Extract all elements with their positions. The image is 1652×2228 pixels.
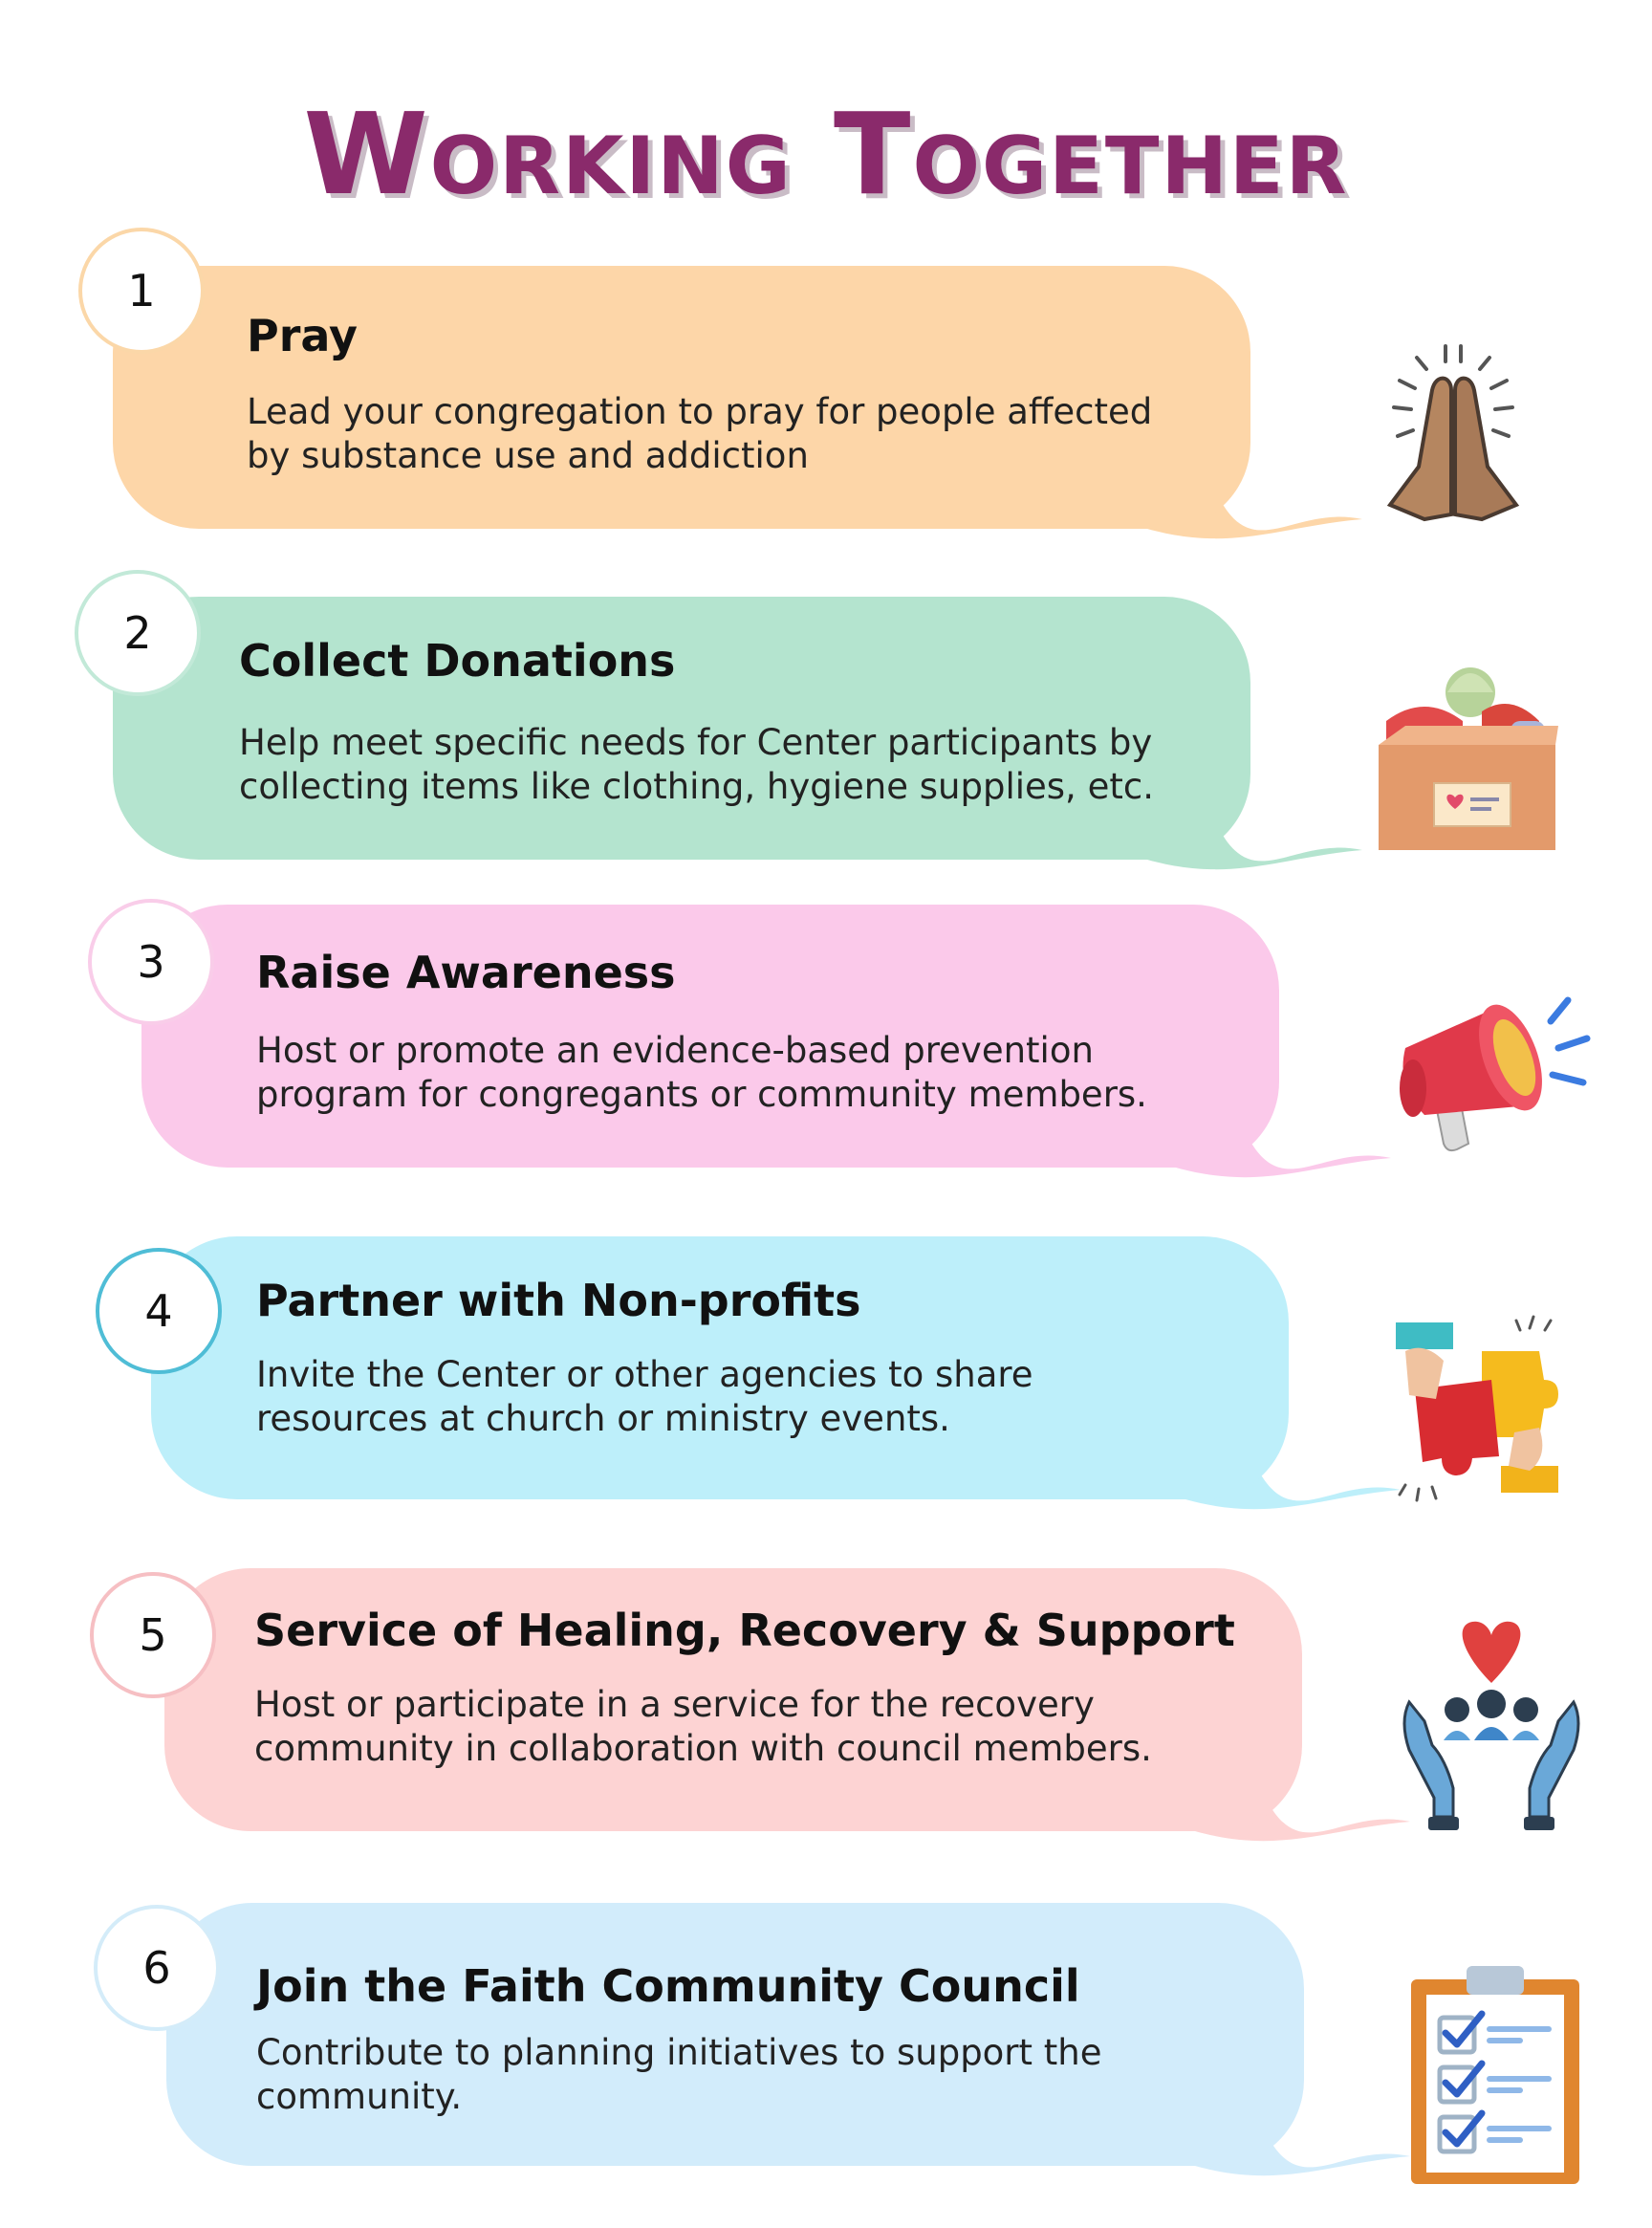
step-pray: 1 Pray Lead your congregation to pray fo… bbox=[0, 228, 1652, 591]
praying-hands-icon bbox=[1358, 333, 1549, 524]
step-bubble bbox=[113, 597, 1250, 860]
step-number-badge: 3 bbox=[88, 899, 214, 1025]
step-heading: Service of Healing, Recovery & Support bbox=[254, 1605, 1235, 1656]
step-bubble bbox=[164, 1568, 1302, 1831]
step-bubble bbox=[113, 266, 1250, 529]
megaphone-icon bbox=[1386, 981, 1606, 1172]
step-service-healing: 5 Service of Healing, Recovery & Support… bbox=[0, 1568, 1652, 1893]
step-number-badge: 4 bbox=[96, 1248, 222, 1374]
step-number-badge: 2 bbox=[75, 570, 201, 696]
step-heading: Pray bbox=[247, 310, 359, 361]
step-heading: Join the Faith Community Council bbox=[256, 1960, 1080, 2012]
checklist-clipboard-icon bbox=[1405, 1960, 1587, 2190]
step-heading: Collect Donations bbox=[239, 635, 676, 687]
step-partner-nonprofits: 4 Partner with Non-profits Invite the Ce… bbox=[0, 1236, 1652, 1562]
step-number-badge: 6 bbox=[94, 1905, 220, 2031]
puzzle-partnership-icon bbox=[1386, 1313, 1597, 1504]
step-bubble bbox=[151, 1236, 1289, 1499]
step-heading: Partner with Non-profits bbox=[256, 1275, 861, 1326]
step-description: Lead your congregation to pray for peopl… bbox=[247, 391, 1153, 476]
donation-box-icon bbox=[1367, 654, 1577, 864]
step-description: Host or participate in a service for the… bbox=[254, 1684, 1152, 1769]
step-join-council: 6 Join the Faith Community Council Contr… bbox=[0, 1903, 1652, 2228]
step-bubble bbox=[141, 905, 1279, 1168]
step-number-badge: 5 bbox=[90, 1572, 216, 1698]
step-number-badge: 1 bbox=[78, 228, 205, 354]
community-care-icon bbox=[1396, 1616, 1587, 1855]
step-collect-donations: 2 Collect Donations Help meet specific n… bbox=[0, 570, 1652, 922]
step-description: Help meet specific needs for Center part… bbox=[239, 722, 1154, 807]
step-heading: Raise Awareness bbox=[256, 947, 676, 998]
step-description: Host or promote an evidence-based preven… bbox=[256, 1030, 1147, 1115]
step-description: Invite the Center or other agencies to s… bbox=[256, 1354, 1033, 1439]
step-description: Contribute to planning initiatives to su… bbox=[256, 2032, 1102, 2117]
step-raise-awareness: 3 Raise Awareness Host or promote an evi… bbox=[0, 899, 1652, 1230]
page-title: Working Together bbox=[303, 88, 1349, 220]
step-bubble bbox=[166, 1903, 1304, 2166]
